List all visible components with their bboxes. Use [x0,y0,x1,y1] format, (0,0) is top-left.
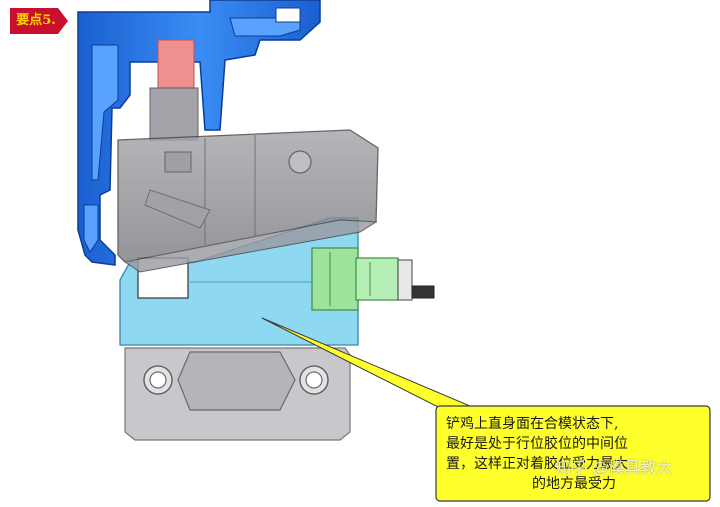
section-tag: 要点5. [16,13,56,28]
callout-line-2: 最好是处于行位胶位的中间位 [446,436,628,452]
pink-pin [157,39,195,89]
callout-line-1: 铲鸡上直身面在合模状态下, [446,416,619,432]
base-plate [124,347,351,441]
wedge-hole [288,150,312,174]
callout-line-3: 置，这样正对着胶位受力最大 [446,456,628,472]
slide-body [119,217,359,346]
tag-shape [10,8,68,34]
callout-box [435,405,711,502]
watermark: 知乎 @模具教大 [555,458,673,477]
callout-line-4: 的地方最受力 [532,476,616,492]
wedge-block [117,129,379,273]
callout-text: 铲鸡上直身面在合模状态下, 最好是处于行位胶位的中间位 置，这样正对着胶位受力最… [446,414,702,494]
blue-frame [77,0,321,266]
green-cylinder [311,247,435,311]
gray-post [149,87,199,141]
